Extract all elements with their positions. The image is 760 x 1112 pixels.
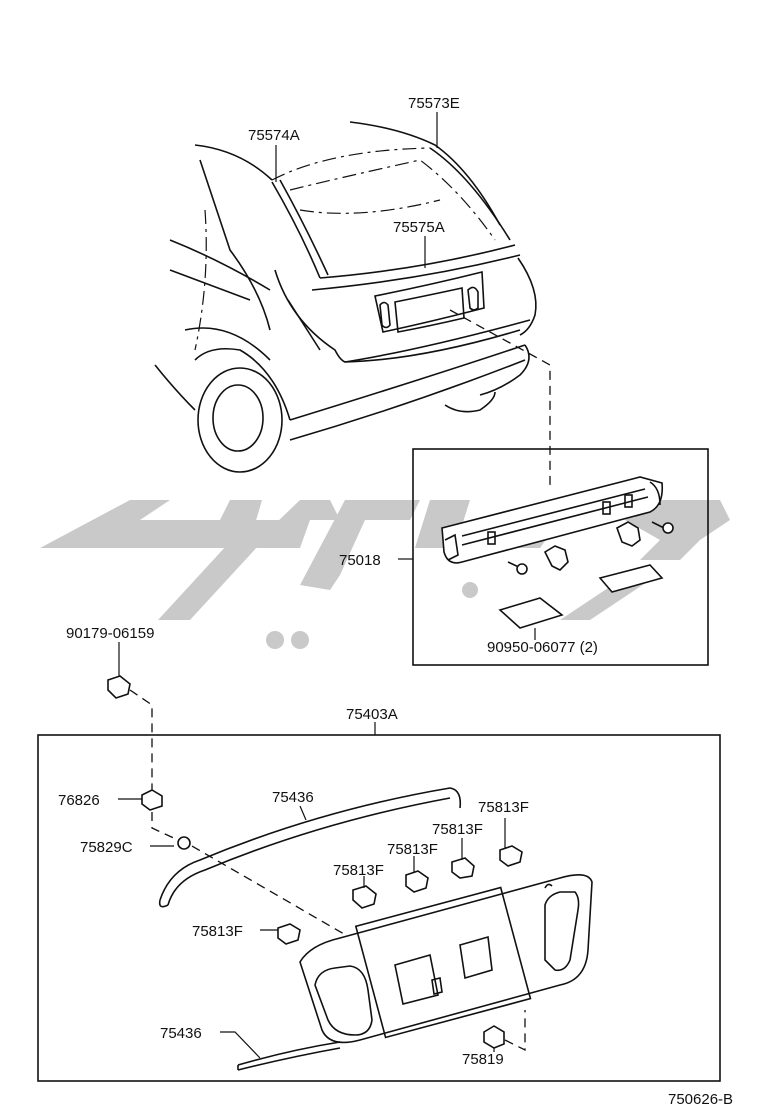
leader-75436-lower — [220, 1031, 261, 1059]
label-75575A: 75575A — [393, 219, 445, 236]
moulding-assembly-box — [37, 734, 721, 1082]
label-75829C: 75829C — [80, 839, 133, 856]
label-75436-lower: 75436 — [160, 1025, 202, 1042]
leader-75436-upper — [299, 805, 307, 821]
label-75403A: 75403A — [346, 706, 398, 723]
label-75573E: 75573E — [408, 95, 460, 112]
label-76826: 76826 — [58, 792, 100, 809]
label-75813F-2: 75813F — [432, 821, 483, 838]
label-75819: 75819 — [462, 1051, 504, 1068]
strip-upper-part — [158, 787, 462, 908]
clips-75813F — [260, 818, 523, 945]
leader-clip-chain — [151, 812, 179, 841]
label-90179-06159: 90179-06159 — [66, 625, 154, 642]
label-75813F-4: 75813F — [333, 862, 384, 879]
garnish-fasteners — [498, 521, 674, 629]
label-75813F-5: 75813F — [192, 923, 243, 940]
label-90950-06077: 90950-06077 (2) — [487, 639, 598, 656]
vehicle-rear-view — [154, 121, 537, 473]
leader-75819-dashed — [504, 1010, 526, 1052]
moulding-garnish-part — [299, 874, 593, 1044]
strip-lower-part — [237, 1041, 341, 1071]
label-75018: 75018 — [339, 552, 381, 569]
license-garnish-part — [441, 476, 664, 564]
screw-90179-06159 — [107, 675, 131, 699]
clip-75829C — [177, 836, 191, 850]
label-75813F-1: 75813F — [478, 799, 529, 816]
leader-screw-down — [129, 689, 153, 790]
diagram-id: 750626-B — [668, 1091, 733, 1108]
garnish-detail-box — [412, 448, 709, 666]
clip-76826 — [141, 789, 163, 811]
label-75813F-3: 75813F — [387, 841, 438, 858]
label-75574A: 75574A — [248, 127, 300, 144]
label-75436-upper: 75436 — [272, 789, 314, 806]
clip-75819 — [483, 1025, 505, 1049]
